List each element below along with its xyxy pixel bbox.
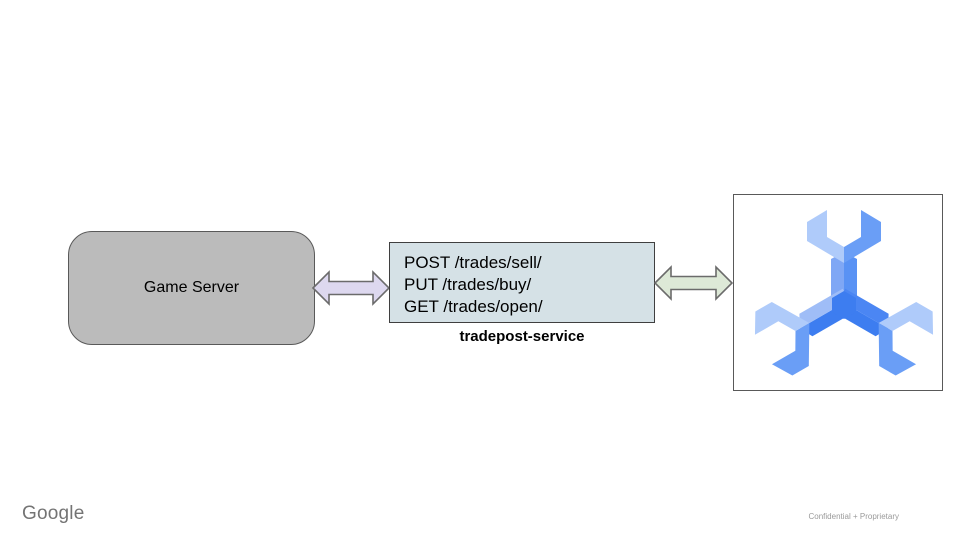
service-caption: tradepost-service (459, 328, 585, 345)
right-bidirectional-arrow-icon (654, 265, 733, 301)
endpoint-line: POST /trades/sell/ (404, 253, 542, 272)
tradepost-service-node: POST /trades/sell/ PUT /trades/buy/ GET … (389, 242, 655, 323)
logo-container (733, 194, 943, 391)
endpoint-line: PUT /trades/buy/ (404, 275, 532, 294)
game-server-label: Game Server (143, 279, 240, 296)
confidentiality-note: Confidential + Proprietary (808, 512, 900, 521)
google-logo: Google (22, 503, 85, 524)
endpoint-line: GET /trades/open/ (404, 297, 543, 316)
tri-wrench-logo-icon (754, 210, 934, 376)
left-bidirectional-arrow-icon (312, 270, 390, 306)
wrench-hub (832, 291, 856, 319)
game-server-node: Game Server (68, 231, 315, 345)
